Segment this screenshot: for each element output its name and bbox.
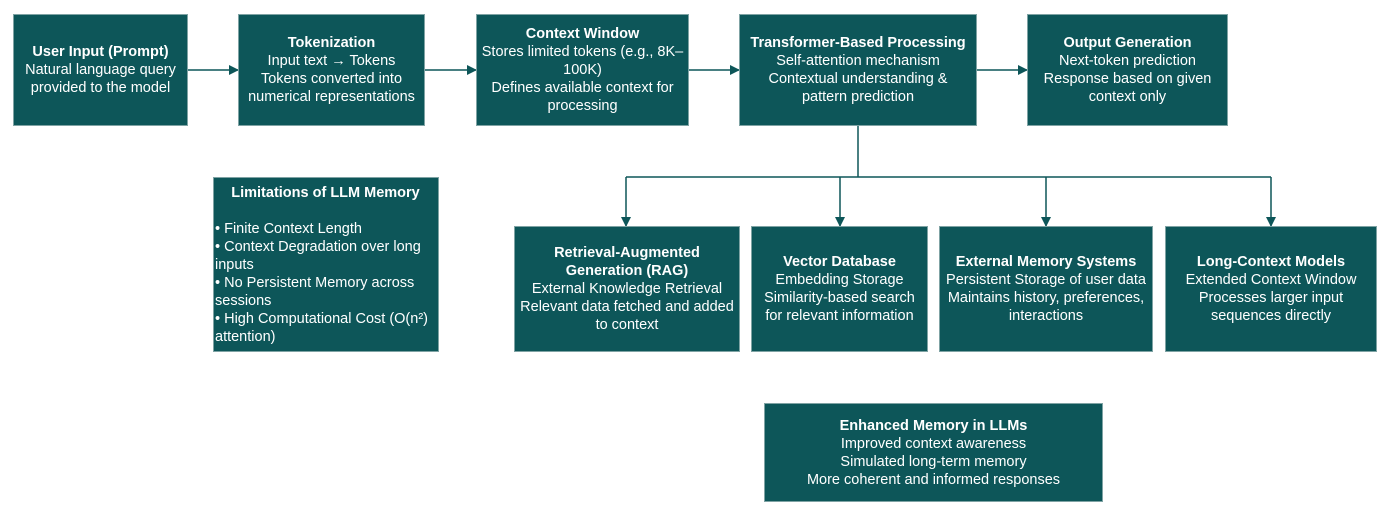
vector-database-line-1: Embedding Storage — [775, 272, 904, 288]
transformer-line-3: pattern prediction — [801, 89, 915, 105]
user-input-title: User Input (Prompt) — [32, 44, 169, 60]
external-memory-line-2: Maintains history, preferences, — [947, 290, 1145, 306]
transformer-box: Transformer-Based Processing Self-attent… — [739, 14, 977, 126]
limitation-item: • No Persistent Memory across sessions — [215, 275, 415, 309]
tokenization-line-1: Input text → Tokens — [267, 53, 396, 69]
rag-line-1: External Knowledge Retrieval — [531, 281, 723, 297]
limitations-box: Limitations of LLM Memory • Finite Conte… — [213, 177, 439, 352]
external-memory-line-1: Persistent Storage of user data — [946, 272, 1146, 288]
output-generation-line-3: context only — [1088, 89, 1167, 105]
rag-title-line-1: Retrieval-Augmented — [554, 245, 700, 261]
user-input-line-2: provided to the model — [30, 80, 171, 96]
vector-database-box: Vector Database Embedding Storage Simila… — [751, 226, 928, 352]
transformer-title: Transformer-Based Processing — [750, 35, 966, 51]
output-generation-box: Output Generation Next-token prediction … — [1027, 14, 1228, 126]
user-input-box: User Input (Prompt) Natural language que… — [13, 14, 188, 126]
context-window-title: Context Window — [525, 26, 640, 42]
enhanced-memory-line-1: Improved context awareness — [840, 435, 1027, 452]
enhanced-memory-title: Enhanced Memory in LLMs — [839, 417, 1028, 434]
context-window-line-1: Stores limited tokens (e.g., 8K– — [481, 44, 684, 60]
rag-line-3: to context — [595, 317, 659, 333]
tokenization-box: Tokenization Input text → Tokens Tokens … — [238, 14, 425, 126]
tokenization-line-2: Tokens converted into — [260, 71, 403, 87]
external-memory-title: External Memory Systems — [955, 254, 1137, 270]
output-generation-title: Output Generation — [1063, 35, 1192, 51]
context-window-box: Context Window Stores limited tokens (e.… — [476, 14, 689, 126]
context-window-line-2: 100K) — [563, 62, 602, 78]
limitation-item: • High Computational Cost (O(n²) attenti… — [215, 311, 428, 345]
output-generation-line-2: Response based on given — [1043, 71, 1212, 87]
enhanced-memory-box: Enhanced Memory in LLMs Improved context… — [764, 403, 1103, 502]
output-generation-line-1: Next-token prediction — [1058, 53, 1196, 69]
enhanced-memory-line-3: More coherent and informed responses — [806, 471, 1061, 488]
rag-line-2: Relevant data fetched and added — [520, 299, 734, 315]
transformer-line-1: Self-attention mechanism — [776, 53, 940, 69]
vector-database-line-2: Similarity-based search — [764, 290, 915, 306]
external-memory-box: External Memory Systems Persistent Stora… — [939, 226, 1153, 352]
rag-box: Retrieval-Augmented Generation (RAG) Ext… — [514, 226, 740, 352]
rag-title-line-2: Generation (RAG) — [565, 263, 689, 279]
enhanced-memory-line-2: Simulated long-term memory — [840, 453, 1027, 470]
vector-database-line-3: for relevant information — [765, 308, 914, 324]
context-window-line-3: Defines available context for — [491, 80, 674, 96]
long-context-line-3: sequences directly — [1210, 308, 1332, 324]
long-context-box: Long-Context Models Extended Context Win… — [1165, 226, 1377, 352]
limitation-item: • Context Degradation over long inputs — [215, 239, 421, 273]
tokenization-line-3: numerical representations — [248, 89, 415, 105]
limitation-item: • Finite Context Length — [215, 221, 362, 237]
vector-database-title: Vector Database — [783, 254, 896, 270]
long-context-title: Long-Context Models — [1196, 254, 1346, 270]
transformer-line-2: Contextual understanding & — [768, 71, 948, 87]
context-window-line-4: processing — [547, 98, 618, 114]
long-context-line-2: Processes larger input — [1198, 290, 1344, 306]
long-context-line-1: Extended Context Window — [1185, 272, 1357, 288]
external-memory-line-3: interactions — [1008, 308, 1084, 324]
limitations-title: Limitations of LLM Memory — [231, 185, 420, 201]
tokenization-title: Tokenization — [287, 35, 376, 51]
user-input-line-1: Natural language query — [25, 62, 176, 78]
